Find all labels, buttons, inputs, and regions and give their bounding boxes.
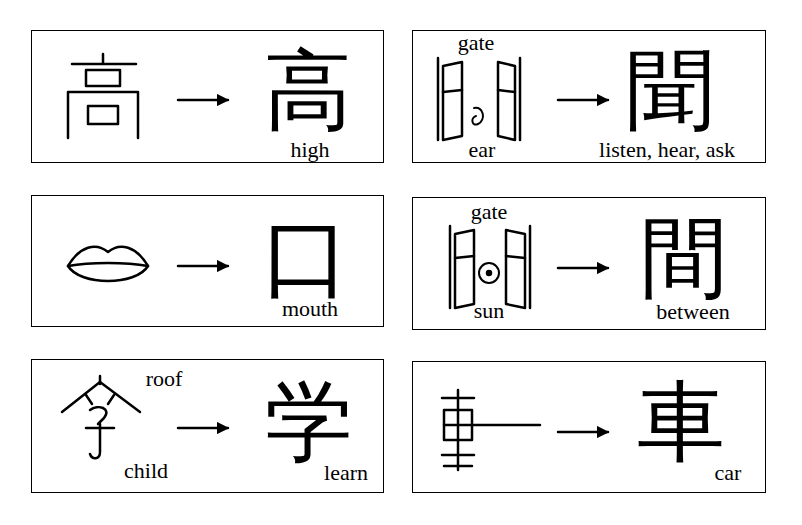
kanji-character: 口	[262, 214, 350, 302]
kanji-character: 学	[265, 378, 353, 466]
meaning-label: child	[124, 460, 168, 482]
kanji-character: 聞	[626, 47, 714, 135]
meaning-label: sun	[474, 300, 505, 322]
meaning-label: ear	[469, 139, 496, 161]
transform-arrow	[178, 100, 608, 432]
ancient-glyph-high	[68, 54, 138, 138]
kanji-panel: gate ear 聞 listen, hear, ask	[412, 30, 766, 163]
meaning-label: roof	[146, 368, 183, 390]
kanji-panel: 車car	[412, 361, 766, 493]
kanji-panel: roof child 学learn	[31, 359, 384, 493]
kanji-panel: 口mouth	[31, 195, 384, 327]
ancient-glyph-car	[442, 390, 540, 470]
meaning-label: car	[715, 462, 742, 484]
meaning-label: gate	[458, 32, 495, 54]
meaning-label: mouth	[282, 298, 338, 320]
meaning-label: gate	[471, 201, 508, 223]
ancient-glyph-listen	[438, 58, 520, 140]
ancient-glyph-learn	[62, 376, 140, 458]
meaning-label: listen, hear, ask	[599, 139, 735, 161]
ancient-glyph-mouth	[68, 247, 148, 281]
meaning-label: high	[290, 139, 329, 161]
kanji-character: 高	[264, 47, 352, 135]
kanji-panel: 高 high	[31, 30, 384, 163]
ancient-glyph-between	[450, 226, 530, 308]
kanji-character: 間	[640, 214, 728, 302]
kanji-character: 車	[637, 378, 725, 466]
kanji-panel: gate sun 間between	[412, 197, 766, 330]
meaning-label: between	[656, 301, 729, 323]
meaning-label: learn	[324, 462, 368, 484]
